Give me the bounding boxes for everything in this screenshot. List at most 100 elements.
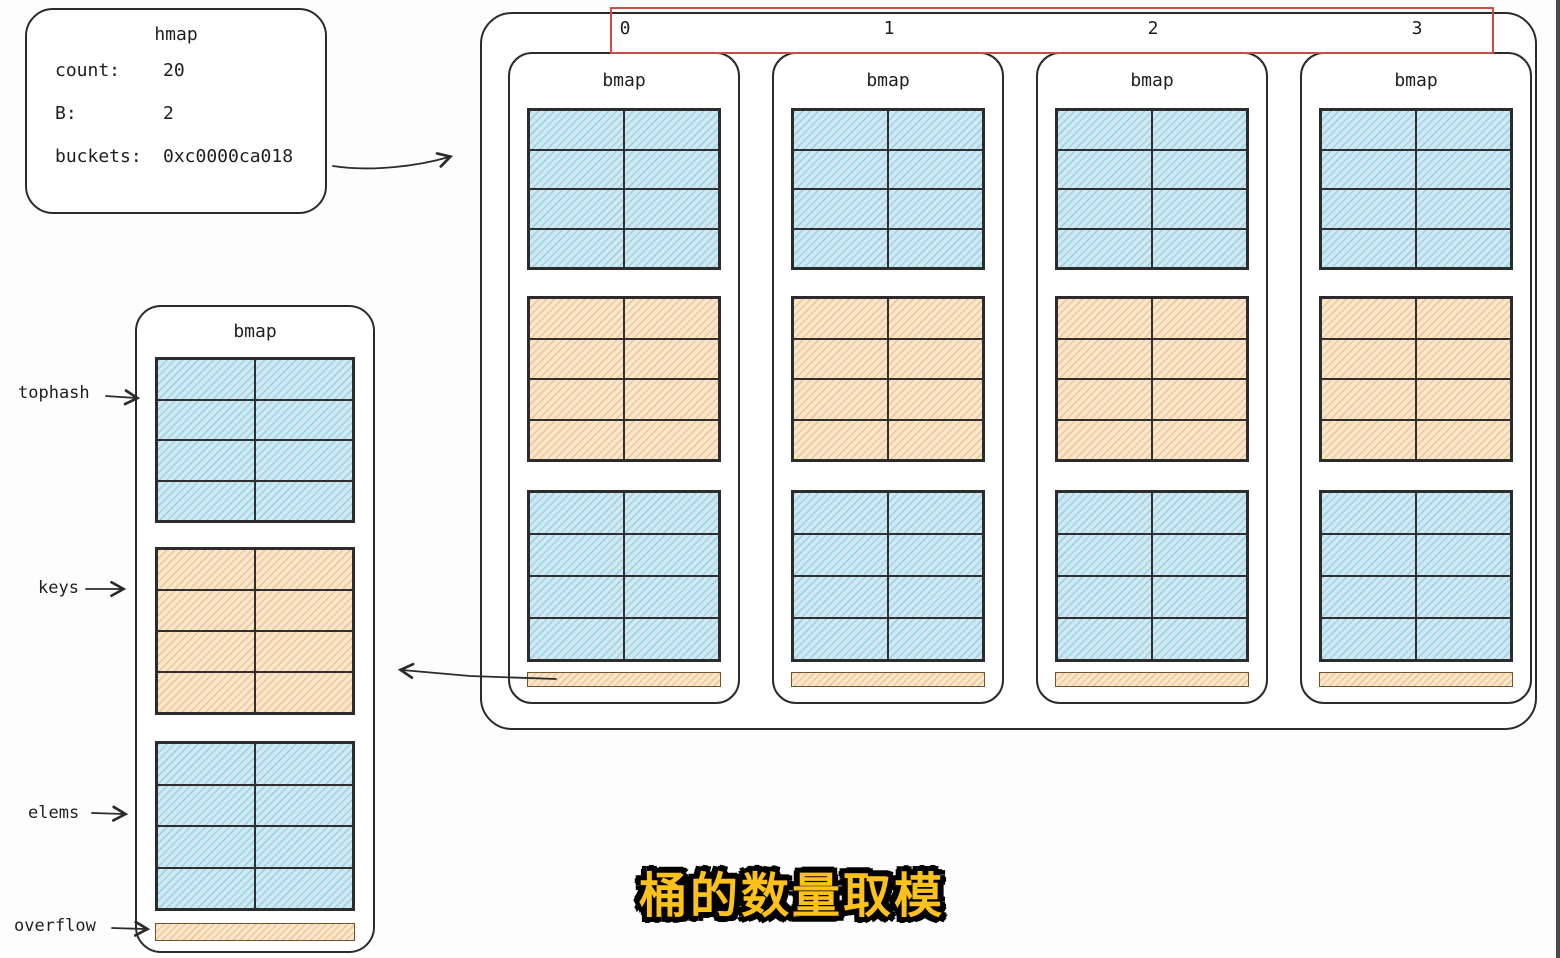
grid-cell (793, 419, 888, 460)
grid-cell (624, 149, 719, 189)
grid-cell (1416, 298, 1511, 339)
grid-cell (1152, 228, 1247, 268)
bmap-title: bmap (1394, 70, 1438, 91)
overflow-bar (1319, 672, 1513, 687)
grid-cell (255, 549, 353, 590)
hmap-count-value: 20 (163, 60, 185, 81)
bucket-index-2: 2 (1147, 18, 1159, 39)
grid-cell (624, 228, 719, 268)
grid-cell (1057, 298, 1152, 339)
hmap-buckets-value: 0xc0000ca018 (163, 146, 294, 167)
label-elems: elems (28, 803, 80, 823)
grid-cell (529, 419, 624, 460)
bmap-title: bmap (866, 70, 910, 91)
elems-grid (155, 741, 355, 911)
grid-cell (624, 110, 719, 150)
grid-cell (1416, 534, 1511, 576)
grid-cell (255, 631, 353, 672)
grid-cell (157, 590, 255, 631)
grid-cell (888, 618, 983, 660)
grid-cell (1416, 379, 1511, 420)
bmap-title: bmap (1130, 70, 1174, 91)
grid-cell (888, 379, 983, 420)
subtitle-caption: 桶的数量取模 (638, 868, 946, 924)
grid-cell (255, 672, 353, 713)
grid-cell (529, 110, 624, 150)
grid-cell (1057, 189, 1152, 229)
tophash-grid (1319, 108, 1513, 270)
overflow-bar (1055, 672, 1249, 687)
grid-cell (793, 149, 888, 189)
grid-cell (1057, 379, 1152, 420)
grid-cell (1057, 110, 1152, 150)
grid-cell (888, 110, 983, 150)
grid-cell (793, 228, 888, 268)
grid-cell (1152, 576, 1247, 618)
grid-cell (157, 672, 255, 713)
grid-cell (529, 618, 624, 660)
grid-cell (793, 379, 888, 420)
arrow-elems-pointer (91, 805, 129, 822)
keys-grid (1319, 296, 1513, 462)
detail-bmap-title: bmap (233, 321, 277, 342)
elems-grid (1055, 490, 1249, 662)
grid-cell (529, 228, 624, 268)
grid-cell (1416, 576, 1511, 618)
grid-cell (793, 492, 888, 534)
grid-cell (1152, 338, 1247, 379)
grid-cell (1057, 228, 1152, 268)
arrow-hmap-to-buckets (332, 152, 454, 170)
tophash-grid (791, 108, 985, 270)
grid-cell (1057, 576, 1152, 618)
grid-cell (624, 576, 719, 618)
grid-cell (888, 419, 983, 460)
grid-cell (529, 338, 624, 379)
grid-cell (157, 549, 255, 590)
keys-grid (155, 547, 355, 715)
grid-cell (255, 359, 353, 400)
grid-cell (1321, 492, 1416, 534)
grid-cell (624, 419, 719, 460)
grid-cell (793, 110, 888, 150)
grid-cell (1057, 419, 1152, 460)
screen-edge (1556, 0, 1560, 958)
grid-cell (888, 492, 983, 534)
grid-cell (1152, 492, 1247, 534)
grid-cell (793, 338, 888, 379)
grid-cell (529, 298, 624, 339)
bucket-1: bmap (772, 52, 1004, 704)
arrow-tophash-pointer (105, 389, 141, 406)
grid-cell (888, 338, 983, 379)
grid-cell (1416, 419, 1511, 460)
grid-cell (793, 618, 888, 660)
label-tophash: tophash (18, 383, 90, 403)
elems-grid (1319, 490, 1513, 662)
hmap-buckets-label: buckets: (55, 146, 142, 167)
grid-cell (1321, 228, 1416, 268)
bucket-index-3: 3 (1411, 18, 1423, 39)
grid-cell (624, 618, 719, 660)
hmap-field-count: count: 20 (55, 60, 297, 82)
grid-cell (529, 379, 624, 420)
tophash-grid (155, 357, 355, 523)
grid-cell (1416, 618, 1511, 660)
tophash-grid (1055, 108, 1249, 270)
grid-cell (1152, 298, 1247, 339)
grid-cell (255, 480, 353, 521)
grid-cell (1152, 534, 1247, 576)
overflow-bar (791, 672, 985, 687)
hmap-field-b: B: 2 (55, 103, 297, 125)
grid-cell (888, 576, 983, 618)
grid-cell (624, 338, 719, 379)
grid-cell (255, 440, 353, 481)
bucket-2: bmap (1036, 52, 1268, 704)
grid-cell (1321, 576, 1416, 618)
grid-cell (255, 590, 353, 631)
grid-cell (1321, 149, 1416, 189)
grid-cell (793, 298, 888, 339)
grid-cell (157, 743, 255, 785)
bmap-title: bmap (602, 70, 646, 91)
grid-cell (1321, 298, 1416, 339)
keys-grid (527, 296, 721, 462)
grid-cell (1416, 228, 1511, 268)
